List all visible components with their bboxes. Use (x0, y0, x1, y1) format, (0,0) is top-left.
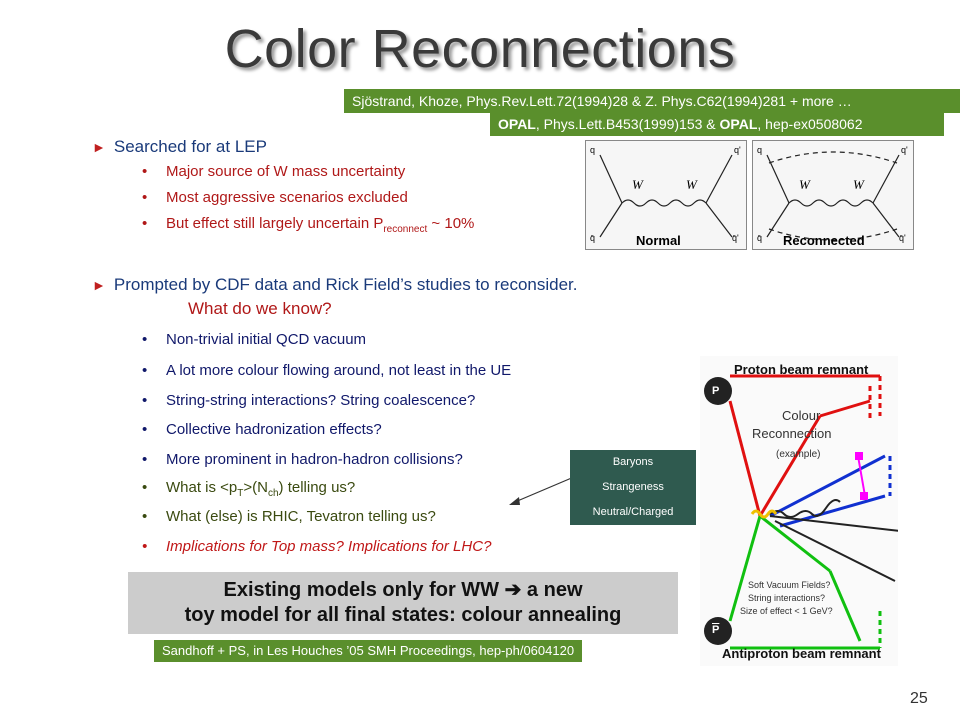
antiquark-prime-label: q̄' (899, 233, 906, 243)
effect-size-label: Size of effect < 1 GeV? (740, 606, 833, 616)
conclusion-box: Existing models only for WW ➔ a new toy … (128, 572, 678, 634)
callout-box: Baryons Strangeness Neutral/Charged (570, 450, 696, 525)
w-label: W (853, 177, 865, 192)
list-item: •Major source of W mass uncertainty (142, 163, 406, 180)
antiquark-label: q̄ (757, 233, 762, 243)
page-title: Color Reconnections (224, 19, 736, 79)
reconnected-diagram: W W q q̄ q' q̄' Reconnected (752, 140, 914, 250)
w-label: W (632, 177, 644, 192)
normal-label: Normal (636, 233, 681, 248)
section-subheading: What do we know? (188, 299, 332, 318)
callout-item: Neutral/Charged (592, 506, 674, 518)
antiquark-prime-label: q̄' (732, 233, 739, 243)
reference-bar-3: Sandhoff + PS, in Les Houches ’05 SMH Pr… (154, 640, 583, 662)
example-label: (example) (776, 449, 821, 460)
list-item: •String-string interactions? String coal… (142, 392, 476, 409)
quark-label: q (757, 145, 762, 155)
beam-remnant-diagram: P P Proton beam remnant Antiproton beam … (700, 356, 901, 666)
list-item: •Most aggressive scenarios excluded (142, 189, 408, 206)
callout-item: Baryons (612, 456, 654, 468)
normal-feynman-diagram: W W q q̄ q' q̄' (590, 145, 741, 243)
w-label: W (799, 177, 811, 192)
quark-prime-label: q' (901, 145, 908, 155)
proton-remnant-label: Proton beam remnant (734, 362, 869, 377)
callout-item: Strangeness (602, 481, 664, 493)
quark-label: q (590, 145, 595, 155)
arrow-bullet-icon: ► (92, 277, 106, 293)
reference-text-1: Sjöstrand, Khoze, Phys.Rev.Lett.72(1994)… (352, 93, 852, 109)
reference-text-2b: , hep-ex0508062 (757, 116, 863, 132)
normal-diagram: W W q q̄ q' q̄' Normal (585, 140, 747, 250)
colour-label: Colour (782, 408, 821, 423)
section-heading-cdf: ►Prompted by CDF data and Rick Field’s s… (92, 275, 578, 294)
list-item: •Collective hadronization effects? (142, 421, 382, 438)
reconnected-feynman-diagram: W W q q̄ q' q̄' (757, 145, 908, 243)
conclusion-line-2: toy model for all final states: colour a… (184, 604, 622, 626)
list-item: •A lot more colour flowing around, not l… (142, 362, 512, 379)
list-item: •Non-trivial initial QCD vacuum (142, 331, 367, 348)
list-item: •More prominent in hadron-hadron collisi… (142, 451, 463, 468)
reference-bar-2: OPAL, Phys.Lett.B453(1999)153 & OPAL, he… (490, 112, 944, 136)
antiquark-label: q̄ (590, 233, 595, 243)
opal-label: OPAL (719, 116, 758, 132)
string-interactions-label: String interactions? (748, 593, 826, 603)
reference-bar-1: Sjöstrand, Khoze, Phys.Rev.Lett.72(1994)… (344, 89, 960, 113)
list-item: •Implications for Top mass? Implications… (142, 538, 492, 555)
w-label: W (686, 177, 698, 192)
colour-reconnection-diagram (704, 374, 901, 650)
quark-prime-label: q' (734, 145, 741, 155)
antiproton-remnant-label: Antiproton beam remnant (722, 646, 881, 661)
reconnection-label: Reconnection (752, 426, 832, 441)
list-item: •What (else) is RHIC, Tevatron telling u… (142, 508, 436, 525)
arrow-bullet-icon: ► (92, 139, 106, 155)
page-number: 25 (910, 690, 928, 707)
antiproton-symbol: P (712, 624, 720, 636)
proton-symbol: P (712, 385, 720, 397)
section-heading-lep: ►Searched for at LEP (92, 137, 267, 156)
reconnected-label: Reconnected (783, 233, 865, 248)
list-item: •But effect still largely uncertain Prec… (142, 215, 475, 235)
conclusion-line-1: Existing models only for WW ➔ a new (223, 579, 583, 601)
reference-text-2a: , Phys.Lett.B453(1999)153 & (535, 116, 720, 132)
soft-vacuum-label: Soft Vacuum Fields? (748, 580, 831, 590)
list-item: •What is <pT>(Nch) telling us? (142, 479, 356, 499)
opal-label: OPAL (498, 116, 536, 132)
